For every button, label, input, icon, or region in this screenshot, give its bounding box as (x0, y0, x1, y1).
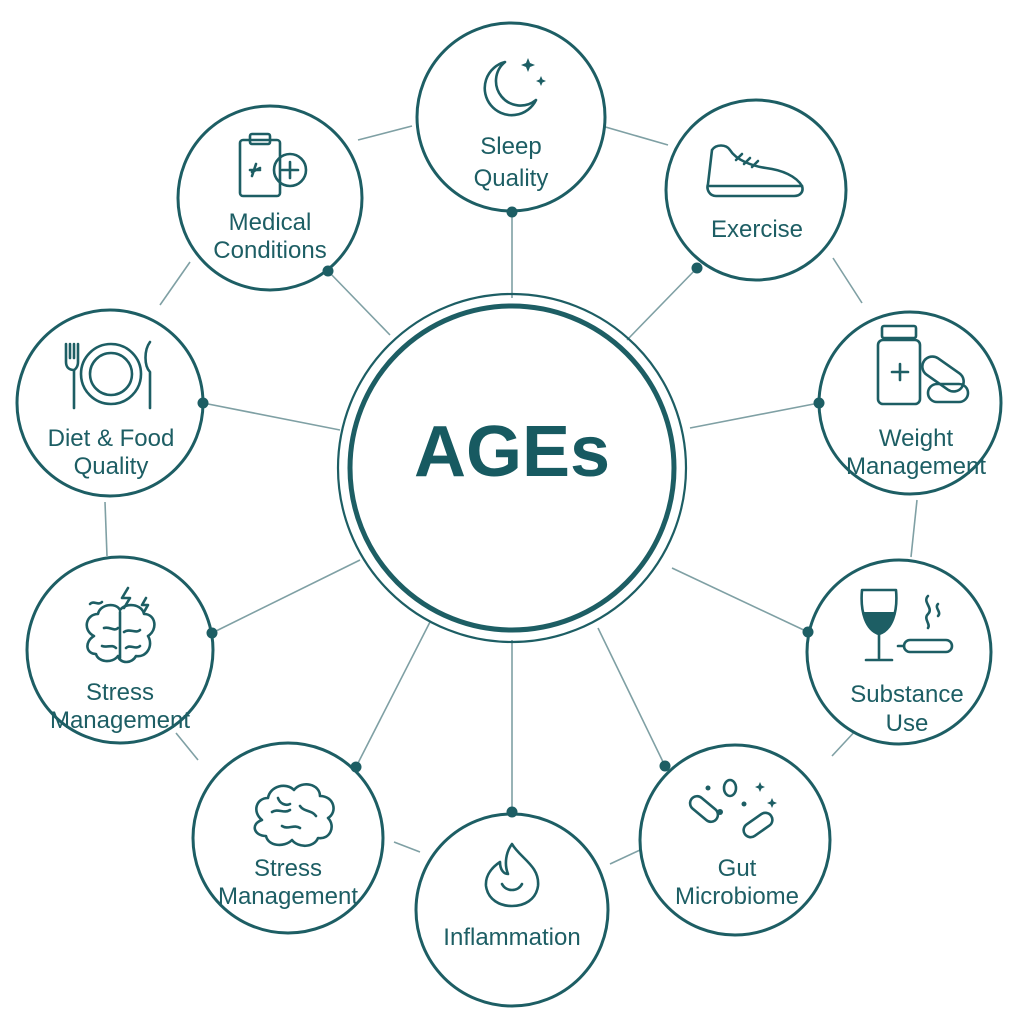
node-exercise: Exercise (664, 98, 848, 282)
spoke-stress1 (211, 559, 361, 634)
node-stress-lower-circle (191, 741, 385, 935)
center-node: AGEs (336, 292, 688, 644)
connector-medical-sleep (357, 125, 413, 141)
connector-stress1-diet (104, 501, 108, 557)
node-diet-dot (197, 397, 209, 409)
plate-cutlery-icon (64, 340, 152, 410)
node-exercise-label-1: Exercise (711, 216, 803, 243)
node-medical-circle (176, 104, 364, 292)
connector-gut-inflammation (609, 849, 641, 865)
node-substance-dot (802, 626, 814, 638)
connector-sleep-exercise (601, 125, 669, 146)
node-gut-circle (638, 743, 832, 937)
spoke-exercise (626, 267, 698, 341)
node-exercise-dot (691, 262, 703, 274)
node-medical-label-2: Conditions (213, 237, 326, 264)
node-stress-lower-dot (350, 761, 362, 773)
spoke-medical (327, 270, 391, 336)
node-weight-label-1: Weight (879, 425, 954, 452)
wine-cigarette-icon (860, 588, 954, 662)
node-diet: Diet & Food Quality (15, 308, 209, 498)
center-title: AGEs (414, 412, 610, 492)
spokes (202, 212, 820, 812)
connector-inflammation-stress2 (393, 841, 421, 853)
flame-icon (484, 842, 540, 908)
node-stress-upper-label-1: Stress (86, 679, 154, 706)
microbes-icon (688, 778, 777, 839)
node-diet-label-2: Quality (74, 453, 149, 480)
clipboard-medical-icon (238, 132, 308, 198)
node-medical-dot (322, 265, 334, 277)
pill-bottle-icon (876, 324, 970, 406)
node-substance-label-1: Substance (850, 681, 963, 708)
center-outer-ring (336, 292, 688, 644)
node-diet-label-1: Diet & Food (48, 425, 175, 452)
ring-connectors (104, 125, 918, 865)
node-sleep: Sleep Quality (415, 21, 607, 218)
spoke-weight (689, 402, 820, 429)
node-stress-lower: Stress Management (191, 741, 385, 935)
node-stress-upper-label-2: Management (50, 707, 190, 734)
node-sleep-label-1: Sleep (480, 133, 541, 160)
spoke-substance (671, 567, 809, 633)
node-weight-label-2: Management (846, 453, 986, 480)
node-stress-lower-label-2: Management (218, 883, 358, 910)
node-stress-lower-label-1: Stress (254, 855, 322, 882)
spoke-diet (202, 402, 341, 431)
moon-stars-icon (483, 58, 546, 117)
node-gut-label-2: Microbiome (675, 883, 799, 910)
brain-icon (253, 783, 335, 848)
node-inflammation-dot (506, 806, 518, 818)
node-inflammation-label-1: Inflammation (443, 924, 580, 951)
node-substance-circle (805, 558, 993, 746)
node-weight: Weight Management (813, 310, 1003, 496)
connector-exercise-weight (832, 257, 863, 304)
node-inflammation: Inflammation (414, 806, 610, 1008)
node-exercise-circle (664, 98, 848, 282)
node-gut-dot (659, 760, 671, 772)
brain-lightning-icon (85, 586, 156, 664)
node-gut-label-1: Gut (718, 855, 757, 882)
spoke-gut (597, 627, 666, 767)
center-inner-ring (347, 303, 677, 633)
node-sleep-dot (506, 206, 518, 218)
spoke-stress2 (355, 621, 431, 768)
connector-weight-substance (910, 499, 918, 558)
sneaker-icon (706, 144, 804, 198)
connector-diet-medical (159, 261, 191, 306)
node-stress-upper-dot (206, 627, 218, 639)
node-medical-label-1: Medical (229, 209, 312, 236)
node-sleep-label-2: Quality (474, 165, 549, 192)
node-medical: Medical Conditions (176, 104, 364, 292)
node-substance: Substance Use (802, 558, 993, 746)
connector-stress2-stress1 (175, 732, 199, 761)
node-weight-dot (813, 397, 825, 409)
node-substance-label-2: Use (886, 710, 929, 737)
node-gut: Gut Microbiome (638, 743, 832, 937)
node-stress-upper: Stress Management (25, 555, 218, 745)
